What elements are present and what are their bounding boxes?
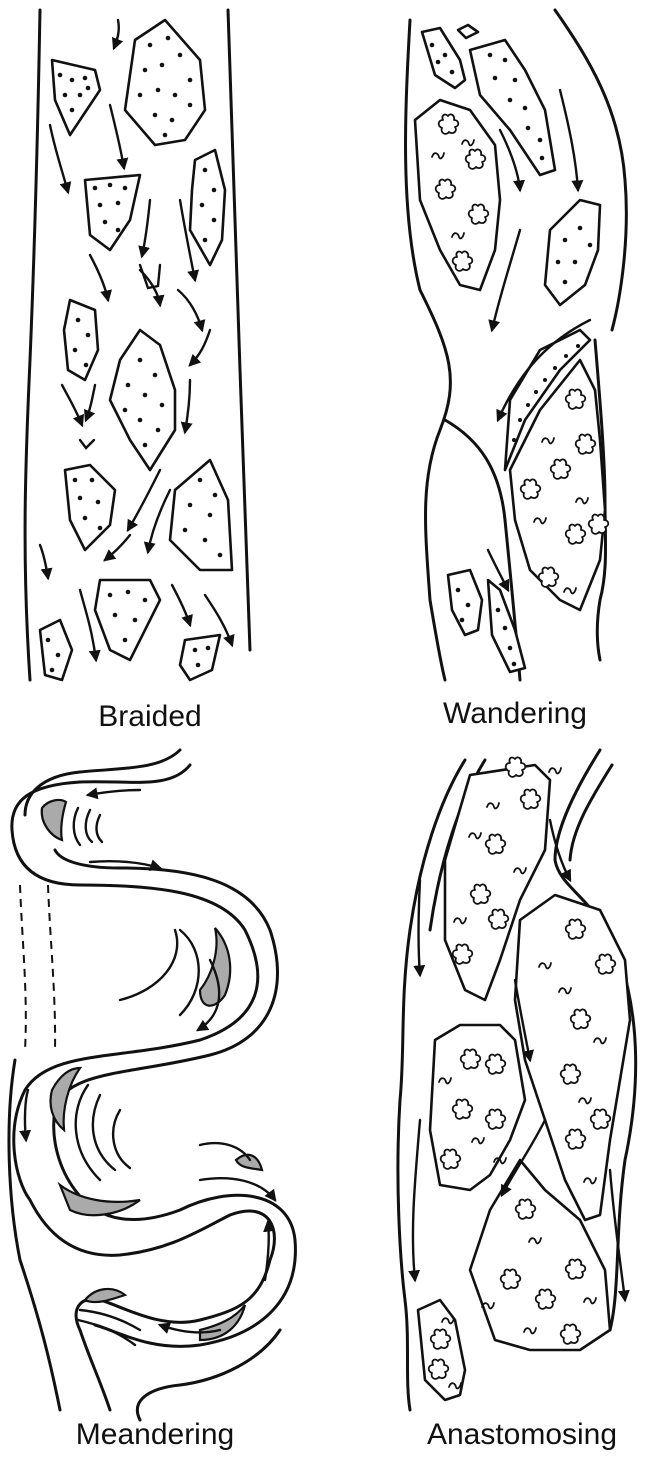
braided-bar: [85, 175, 140, 250]
wandering-gravel-bar: [448, 570, 482, 635]
braided-bar: [170, 460, 232, 570]
braided-bar: [40, 620, 72, 680]
meandering-oxbow: [48, 885, 55, 1050]
braided-bar: [65, 465, 115, 550]
braided-bar: [190, 150, 225, 265]
braided-bar: [125, 20, 205, 145]
meandering-label: Meandering: [5, 1418, 305, 1452]
meandering-diagram: [9, 750, 295, 1420]
meandering-outer-bank: [12, 765, 275, 1410]
wandering-gravel-bar: [545, 200, 600, 305]
wandering-gravel-bar: [422, 28, 465, 88]
braided-left-bank: [25, 10, 40, 680]
meandering-point-bar: [200, 928, 230, 1006]
anastomosing-vegetated-island: [418, 1300, 465, 1400]
braided-bar: [64, 300, 98, 380]
anastomosing-vegetated-island: [515, 895, 630, 1220]
meandering-inner-bank: [54, 850, 296, 1346]
wandering-gravel-bar: [458, 25, 478, 38]
wandering-diagram: [406, 10, 627, 680]
anastomosing-diagram: [398, 750, 636, 1410]
wandering-gravel-bar: [488, 580, 525, 672]
meandering-oxbow: [20, 885, 26, 1050]
braided-bar: [180, 635, 220, 680]
wandering-label: Wandering: [365, 697, 649, 731]
meandering-point-bar: [42, 800, 66, 840]
braided-label: Braided: [0, 700, 300, 734]
braided-bar: [52, 60, 100, 135]
braided-bar: [110, 330, 175, 470]
braided-diagram: [25, 10, 250, 680]
anastomosing-right-bank-outer: [570, 765, 612, 860]
meandering-point-bar: [60, 1185, 140, 1215]
meandering-point-bar: [85, 1289, 125, 1302]
anastomosing-label: Anastomosing: [372, 1418, 649, 1452]
